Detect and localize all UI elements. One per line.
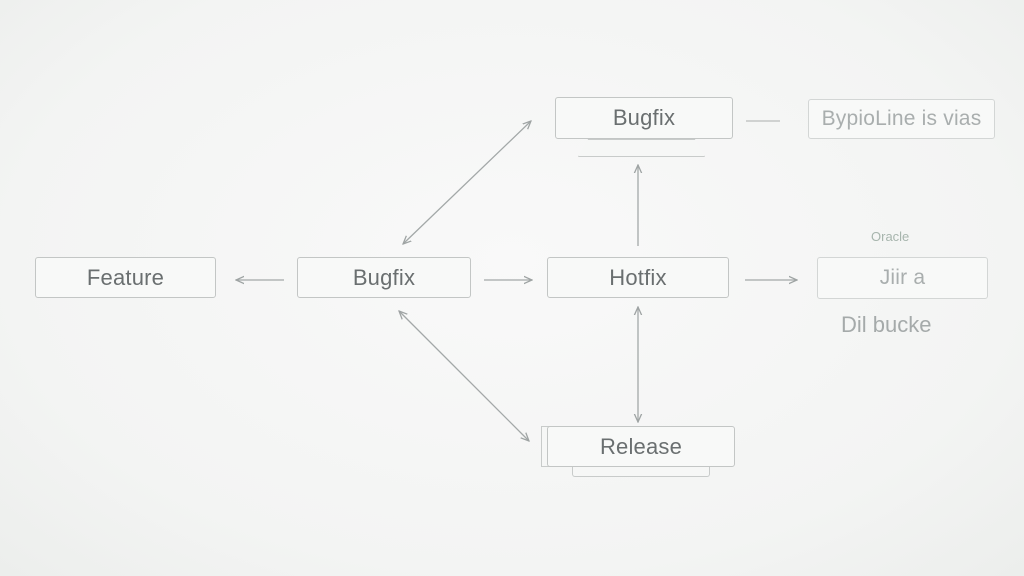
node-bugfix-top-label: Bugfix <box>612 105 676 130</box>
node-bugfix-main[interactable]: Bugfix <box>297 257 471 298</box>
arrow-bugfix-to-release <box>399 311 529 441</box>
node-jira-label: Jiir a <box>879 266 926 289</box>
node-release-label: Release <box>599 433 683 459</box>
node-bugfix-main-label: Bugfix <box>352 264 416 290</box>
node-bypioline[interactable]: BypioLine is vias <box>808 99 995 139</box>
oracle-label: Oracle <box>871 229 910 244</box>
node-hotfix-label: Hotfix <box>609 264 667 290</box>
node-release[interactable]: Release <box>547 426 735 467</box>
arrow-bugfix-to-bugfix-top <box>403 121 531 244</box>
node-bugfix-top-stand <box>578 139 705 157</box>
dil-bucke-label: Dil bucke <box>841 312 932 337</box>
node-bugfix-top[interactable]: Bugfix <box>555 97 733 139</box>
node-jira[interactable]: Jiir a <box>817 257 988 299</box>
node-feature[interactable]: Feature <box>35 257 216 298</box>
node-hotfix[interactable]: Hotfix <box>547 257 729 298</box>
node-feature-label: Feature <box>86 264 165 290</box>
node-bypioline-label: BypioLine is vias <box>821 107 982 130</box>
node-release-shadow-bottom <box>572 464 710 477</box>
